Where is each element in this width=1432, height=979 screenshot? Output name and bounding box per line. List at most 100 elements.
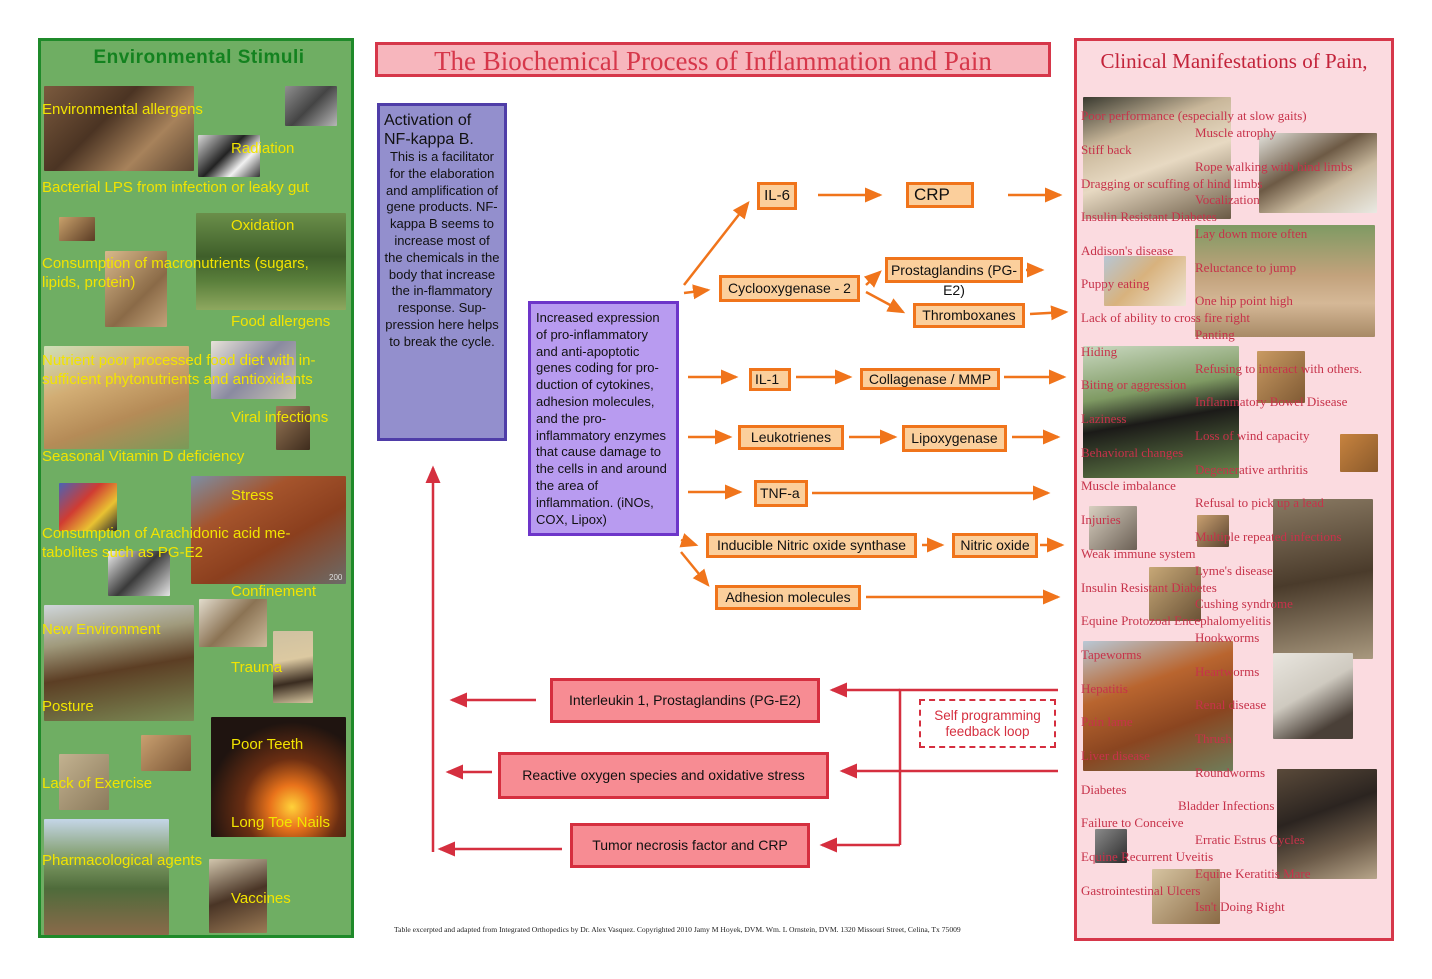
clinical-item: Thrush (1195, 731, 1232, 746)
stimulus-vaccines: Vaccines (231, 890, 291, 907)
crp-box: CRP (906, 182, 974, 208)
goat-photo (59, 754, 109, 810)
horse-jumping-photo (1083, 346, 1239, 478)
horse-photo (44, 86, 194, 171)
adhesion-molecules-box: Adhesion molecules (715, 585, 861, 610)
nf-kappa-heading: Activation of NF-kappa B. (384, 112, 474, 148)
clinical-item: Tapeworms (1081, 647, 1142, 662)
dog-toy-photo (59, 483, 117, 531)
stimulus-arachidonic-acid: Consumption of Arachidonic acid me-tabol… (42, 525, 291, 561)
stimulus-lack-of-exercise: Lack of Exercise (42, 775, 153, 792)
clinical-item: Degenerative arthritis (1195, 462, 1308, 477)
environmental-stimuli-panel: Environmental Stimuli 200 Environmental … (38, 38, 354, 938)
clinical-item: Hepatitis (1081, 681, 1128, 696)
dog-photo (1259, 133, 1377, 213)
reactive-oxygen-box: Reactive oxygen species and oxidative st… (498, 752, 829, 799)
clinical-item: Behavioral changes (1081, 445, 1184, 460)
prostaglandins-box: Prostaglandins (PG-E2) (885, 257, 1023, 298)
trail-riders-photo (44, 819, 169, 935)
clinical-item: Failure to Conceive (1081, 815, 1184, 830)
dog-photo (1149, 567, 1201, 621)
clinical-item: Reluctance to jump (1195, 260, 1297, 275)
clinical-item: Lyme's disease (1195, 563, 1273, 578)
dog-photo (276, 406, 310, 450)
stimulus-long-toe-nails: Long Toe Nails (231, 814, 330, 831)
il1-box: IL-1 (749, 368, 791, 391)
clinical-item: Puppy eating (1081, 276, 1150, 291)
self-programming-feedback-loop: Self programming feedback loop (919, 699, 1056, 748)
horse-photo (1273, 499, 1373, 659)
stimulus-new-environment: New Environment (42, 621, 161, 638)
clinical-item: Multiple repeated infections (1195, 529, 1342, 544)
interleukin-prostaglandins-box: Interleukin 1, Prostaglandins (PG-E2) (550, 678, 820, 723)
cox2-box: Cyclooxygenase - 2 (719, 275, 860, 302)
clinical-item: Pain lame (1081, 714, 1133, 729)
stimulus-oxidation: Oxidation (231, 217, 295, 234)
clinical-item: Dragging or scuffing of hind limbs (1081, 176, 1263, 191)
cat-photo (1089, 506, 1137, 550)
increased-expression-box: Increased expression of pro-inflammatory… (528, 301, 679, 536)
dog-photo (1104, 256, 1186, 306)
arrow-to-cox2 (683, 284, 711, 300)
stimulus-bacterial-lps: Bacterial LPS from infection or leaky gu… (42, 179, 309, 196)
clinical-item: Cushing syndrome (1195, 596, 1293, 611)
il6-box: IL-6 (757, 182, 797, 210)
clinical-item: Insulin Resistant Diabetes (1081, 209, 1217, 224)
clinical-item: Roundworms (1195, 765, 1266, 780)
pug-photo (273, 631, 313, 703)
tumor-necrosis-box: Tumor necrosis factor and CRP (570, 823, 810, 868)
clinical-item: Biting or aggression (1081, 377, 1187, 392)
stimulus-confinement: Confinement (231, 583, 317, 600)
clinical-manifestations-panel: Clinical Manifestations of Pain, (1074, 38, 1394, 941)
footer-copyright-note: Table excerpted and adapted from Integra… (394, 925, 961, 934)
clinical-item: Equine Protozoal Encephalomyelitis (1081, 613, 1271, 628)
lipoxygenase-box: Lipoxygenase (902, 425, 1007, 452)
clinical-item: Panting (1195, 327, 1235, 342)
clinical-item: Inflammatory Bowel Disease (1195, 394, 1348, 409)
clinical-item: Isn't Doing Right (1195, 899, 1285, 914)
dog-photo (105, 251, 167, 327)
stimulus-trauma: Trauma (231, 659, 283, 676)
arrow-to-inos (679, 533, 699, 548)
stimulus-environmental-allergens: Environmental allergens (42, 101, 203, 118)
clinical-item: Refusing to interact with others. (1195, 361, 1363, 376)
cat-photo (1197, 515, 1229, 547)
dog-photo (209, 859, 267, 933)
stimulus-vitamin-d-deficiency: Seasonal Vitamin D deficiency (42, 448, 245, 465)
clinical-item: Erratic Estrus Cycles (1195, 832, 1305, 847)
dog-photo (1095, 829, 1127, 863)
dog-photo (59, 217, 95, 241)
tnfa-box: TNF-a (754, 480, 808, 507)
clinical-item: Bladder Infections (1178, 798, 1275, 813)
clinical-item: One hip point high (1195, 293, 1293, 308)
dog-photo (1152, 869, 1220, 924)
stimulus-macronutrients: Consumption of macronutrients (sugars, l… (42, 255, 309, 291)
people-photo (211, 341, 296, 399)
stimulus-posture: Posture (42, 698, 94, 715)
photo-overlay-number: 200 (329, 573, 343, 582)
clinical-item: Refusal to pick up a lead (1195, 495, 1324, 510)
clinical-item: Stiff back (1081, 142, 1132, 157)
clinical-item: Liver disease (1081, 748, 1150, 763)
mini-horse-photo (1277, 769, 1377, 879)
clinical-item: Addison's disease (1081, 243, 1174, 258)
arrow-cox2-thromboxanes (865, 290, 906, 314)
clinical-item: Diabetes (1081, 782, 1127, 797)
chestnut-horse-photo (1083, 641, 1233, 771)
clinical-item: Equine Keratitis Mare (1195, 866, 1311, 881)
goat-photo (1273, 653, 1353, 739)
clinical-manifestations-title: Clinical Manifestations of Pain, (1100, 49, 1368, 73)
dog-photo (1257, 351, 1305, 403)
page-title: The Biochemical Process of Inflammation … (375, 42, 1051, 77)
stimulus-radiation: Radiation (231, 140, 295, 157)
clinical-item: Renal disease (1195, 697, 1267, 712)
nf-kappa-body: This is a facilitator for the elaboratio… (384, 149, 500, 349)
clinical-item: Hiding (1081, 344, 1118, 359)
thromboxanes-box: Thromboxanes (913, 303, 1025, 328)
horse-grazing-photo (196, 213, 346, 310)
stimulus-poor-teeth: Poor Teeth (231, 736, 304, 753)
clinical-item: Injuries (1081, 512, 1121, 527)
clinical-item: Insulin Resistant Diabetes (1081, 580, 1217, 595)
horse-pen-photo (44, 605, 194, 721)
clinical-item: Hookworms (1195, 630, 1260, 645)
